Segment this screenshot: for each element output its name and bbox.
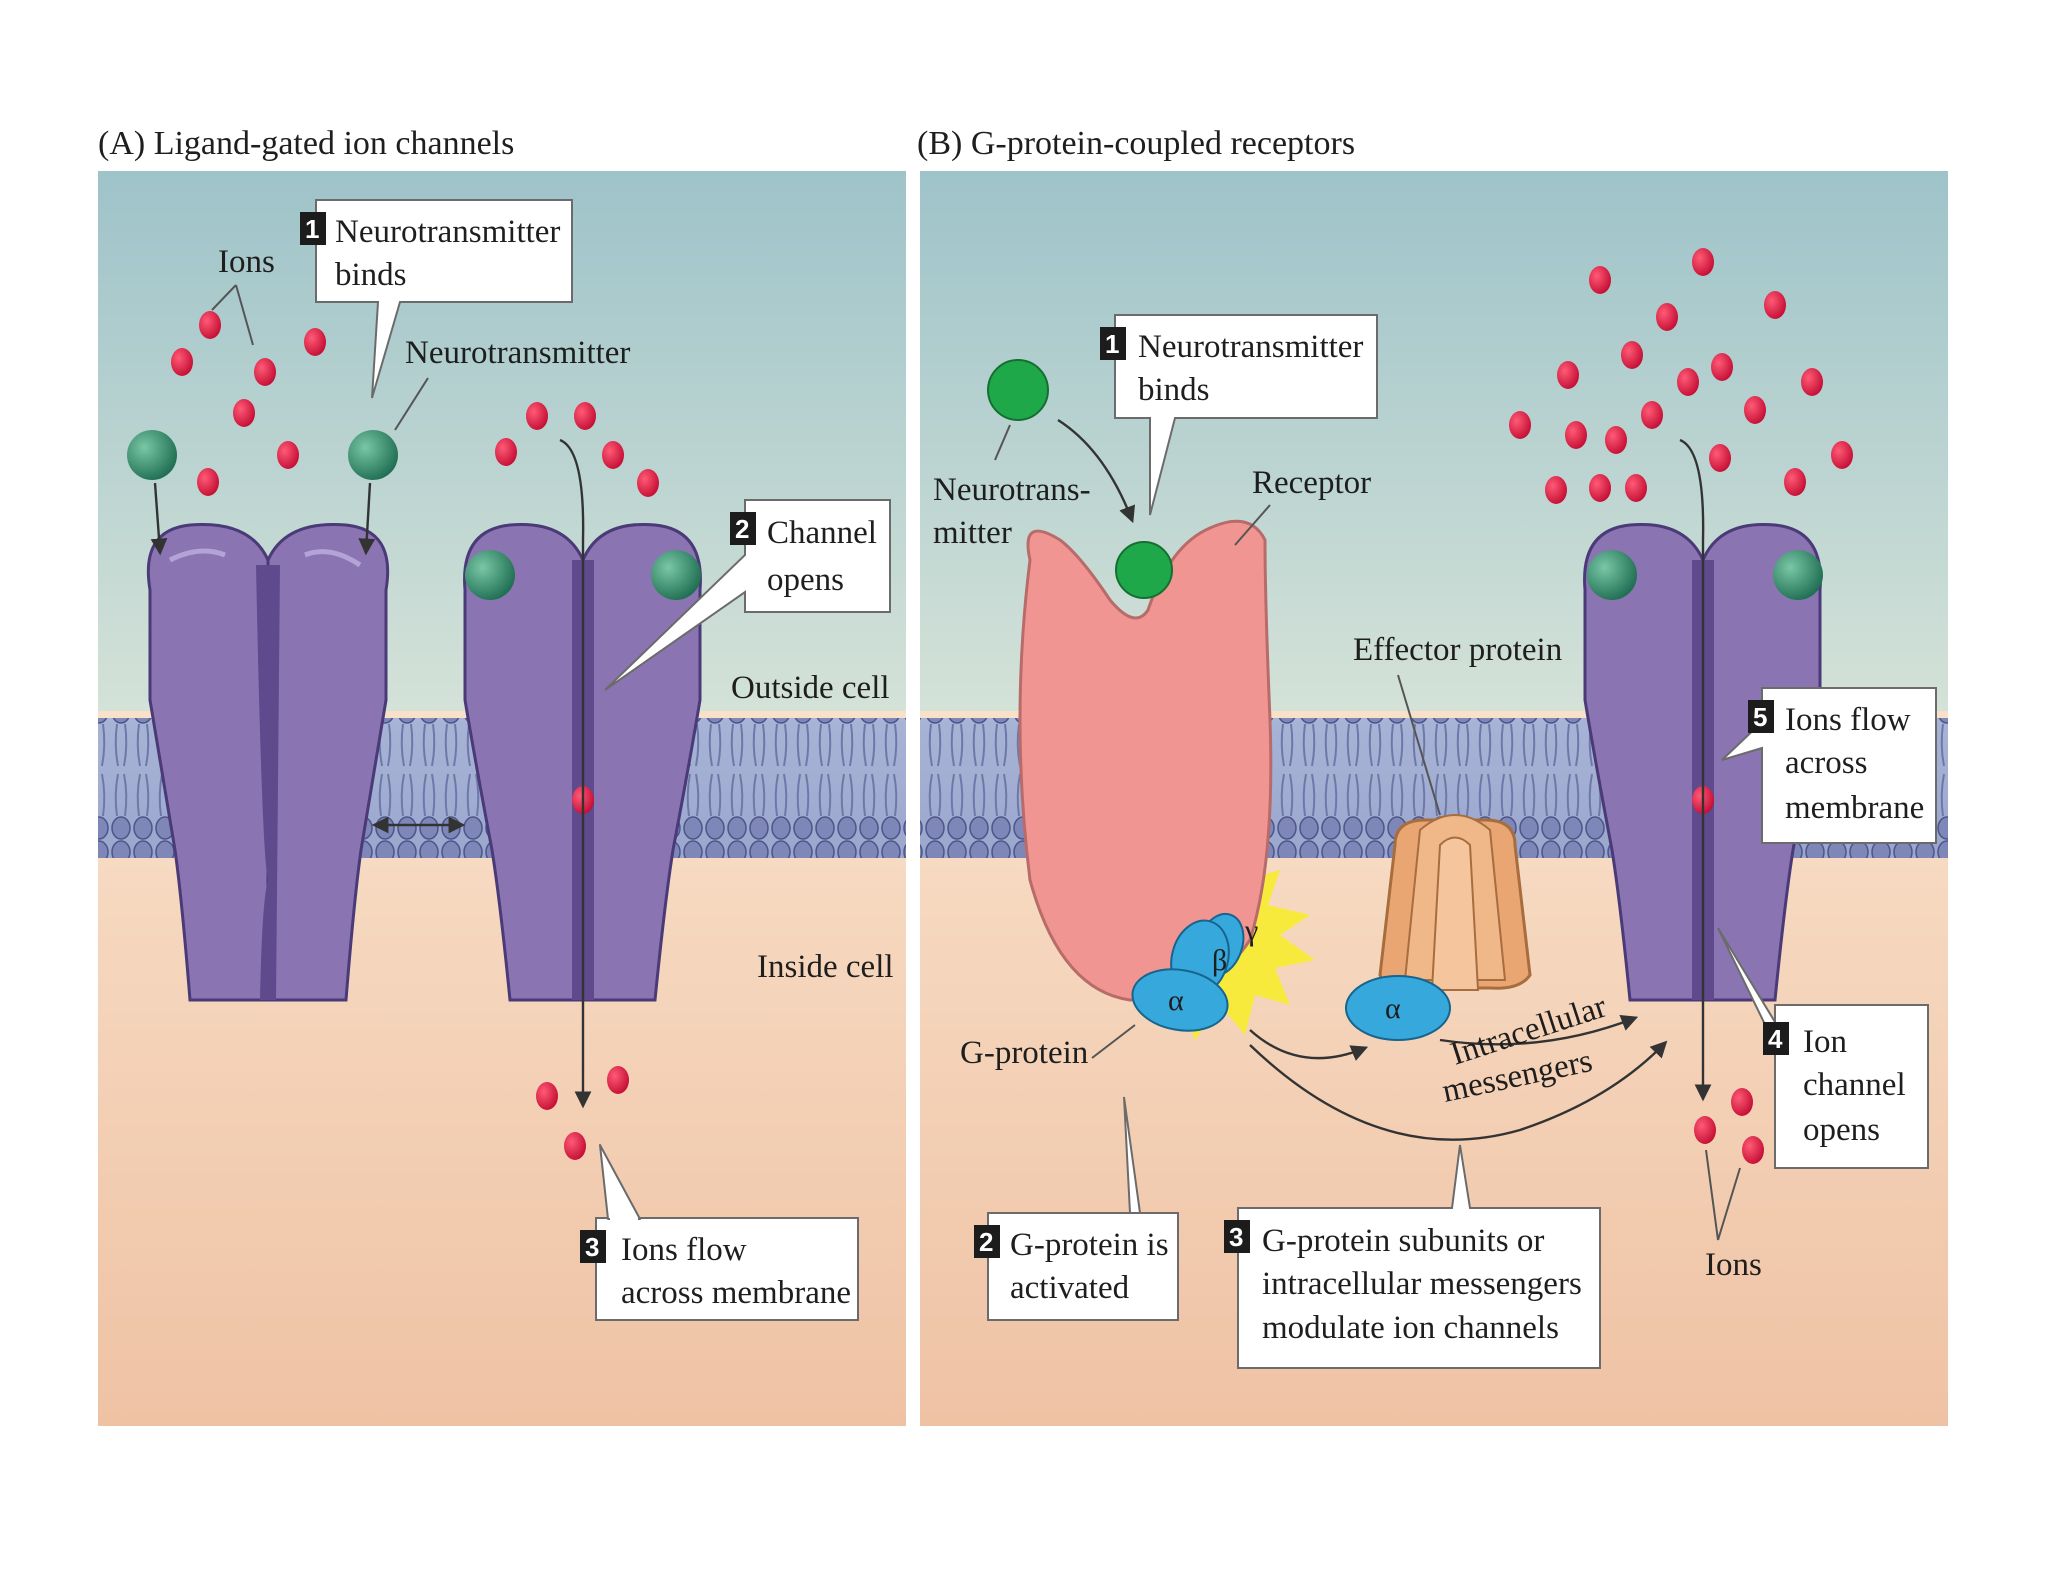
svg-text:Channel: Channel bbox=[767, 515, 877, 551]
bound-neurotransmitter-right bbox=[651, 550, 701, 600]
svg-text:opens: opens bbox=[767, 562, 844, 598]
binding-arrow-b bbox=[1057, 418, 1135, 524]
ions-inside-a bbox=[536, 1066, 629, 1160]
svg-text:3: 3 bbox=[585, 1232, 599, 1262]
leader-ions-b bbox=[1705, 1149, 1741, 1241]
leader-ions-a bbox=[211, 284, 254, 346]
bound-neurotransmitter-left bbox=[465, 550, 515, 600]
panel-b-title: (B) G-protein-coupled receptors bbox=[917, 125, 1355, 162]
panel-b: (B) G-protein-coupled receptors α β γ α bbox=[917, 125, 1948, 1426]
svg-text:across membrane: across membrane bbox=[621, 1275, 851, 1311]
svg-text:1: 1 bbox=[305, 214, 319, 244]
messenger-arrow-upper bbox=[1439, 1015, 1639, 1046]
svg-text:β: β bbox=[1212, 944, 1227, 977]
svg-text:5: 5 bbox=[1753, 702, 1767, 732]
effector-protein bbox=[1378, 814, 1532, 991]
callout-a-step3: 3 Ions flow across membrane bbox=[580, 1144, 859, 1321]
open-ion-channel bbox=[463, 522, 702, 1002]
svg-text:Ion: Ion bbox=[1803, 1024, 1847, 1060]
ions-outside-a bbox=[171, 311, 659, 497]
label-outside-cell: Outside cell bbox=[731, 670, 890, 706]
label-ions-b: Ions bbox=[1705, 1247, 1762, 1283]
ion-flow-arrow bbox=[559, 438, 592, 1109]
svg-text:channel: channel bbox=[1803, 1067, 1906, 1103]
free-neurotransmitter bbox=[348, 430, 398, 480]
svg-text:membrane: membrane bbox=[1785, 790, 1924, 826]
leader-receptor bbox=[1234, 504, 1271, 546]
panel-a: (A) Ligand-gated ion channels bbox=[98, 125, 906, 1426]
svg-text:Ions flow: Ions flow bbox=[1785, 702, 1911, 738]
callout-a-step1: 1 Neurotransmitter binds bbox=[300, 199, 573, 399]
ion-flow-arrow-b bbox=[1679, 438, 1712, 1102]
label-neurotransmitter-b-line2: mitter bbox=[933, 515, 1012, 551]
callout-b-step3: 3 G-protein subunits or intracellular me… bbox=[1224, 1144, 1601, 1369]
svg-text:γ: γ bbox=[1244, 914, 1258, 947]
leader-neurotransmitter-b bbox=[994, 424, 1011, 461]
svg-text:G-protein is: G-protein is bbox=[1010, 1227, 1169, 1263]
svg-text:1: 1 bbox=[1105, 329, 1119, 359]
leader-neurotransmitter-a bbox=[394, 377, 429, 431]
free-neurotransmitter-b bbox=[987, 359, 1049, 421]
leader-gprotein bbox=[1091, 1024, 1136, 1059]
free-alpha-subunit bbox=[1345, 975, 1451, 1041]
panel-a-title: (A) Ligand-gated ion channels bbox=[98, 125, 514, 162]
binding-arrow bbox=[150, 482, 168, 556]
svg-text:modulate ion channels: modulate ion channels bbox=[1262, 1310, 1559, 1346]
messenger-arrow-lower bbox=[1249, 1040, 1668, 1141]
callout-b-step4: 4 Ion channel opens bbox=[1717, 927, 1929, 1169]
gprotein-complex: α β γ bbox=[1131, 913, 1258, 1032]
svg-text:intracellular messengers: intracellular messengers bbox=[1262, 1266, 1582, 1302]
svg-text:2: 2 bbox=[979, 1227, 993, 1257]
free-alpha-label: α bbox=[1385, 992, 1401, 1025]
callout-b-step5: 5 Ions flow across membrane bbox=[1721, 687, 1937, 844]
svg-text:binds: binds bbox=[335, 257, 407, 293]
leader-effector bbox=[1397, 674, 1441, 816]
gprotein-to-effector-arrow bbox=[1249, 1029, 1369, 1061]
label-gprotein: G-protein bbox=[960, 1035, 1088, 1071]
ions-outside-b bbox=[1509, 248, 1853, 504]
bound-neurotransmitter-b bbox=[1115, 541, 1173, 599]
label-receptor: Receptor bbox=[1252, 465, 1371, 501]
svg-text:binds: binds bbox=[1138, 372, 1210, 408]
svg-text:α: α bbox=[1168, 984, 1184, 1017]
svg-text:across: across bbox=[1785, 745, 1867, 781]
callout-b-step1: 1 Neurotransmitter binds bbox=[1100, 314, 1378, 516]
free-neurotransmitter bbox=[127, 430, 177, 480]
svg-text:Neurotransmitter: Neurotransmitter bbox=[1138, 329, 1363, 365]
label-neurotransmitter-b-line1: Neurotrans- bbox=[933, 472, 1091, 508]
svg-text:Neurotransmitter: Neurotransmitter bbox=[335, 214, 560, 250]
label-neurotransmitter-a: Neurotransmitter bbox=[405, 335, 630, 371]
svg-text:G-protein subunits or: G-protein subunits or bbox=[1262, 1223, 1544, 1259]
ions-inside-b bbox=[1694, 1088, 1764, 1164]
label-ions-a: Ions bbox=[218, 244, 275, 280]
svg-text:activated: activated bbox=[1010, 1270, 1130, 1306]
svg-text:4: 4 bbox=[1768, 1024, 1783, 1054]
callout-b-step2: 2 G-protein is activated bbox=[974, 1096, 1179, 1321]
svg-text:Ions flow: Ions flow bbox=[621, 1232, 747, 1268]
svg-text:2: 2 bbox=[735, 514, 749, 544]
closed-ion-channel bbox=[146, 522, 390, 1002]
label-effector-protein: Effector protein bbox=[1353, 632, 1562, 668]
alpha-subunit bbox=[1131, 968, 1229, 1032]
callout-a-step2: 2 Channel opens bbox=[604, 499, 891, 691]
label-inside-cell: Inside cell bbox=[757, 949, 894, 985]
svg-text:3: 3 bbox=[1229, 1222, 1243, 1252]
svg-text:opens: opens bbox=[1803, 1112, 1880, 1148]
binding-arrow bbox=[358, 482, 376, 556]
